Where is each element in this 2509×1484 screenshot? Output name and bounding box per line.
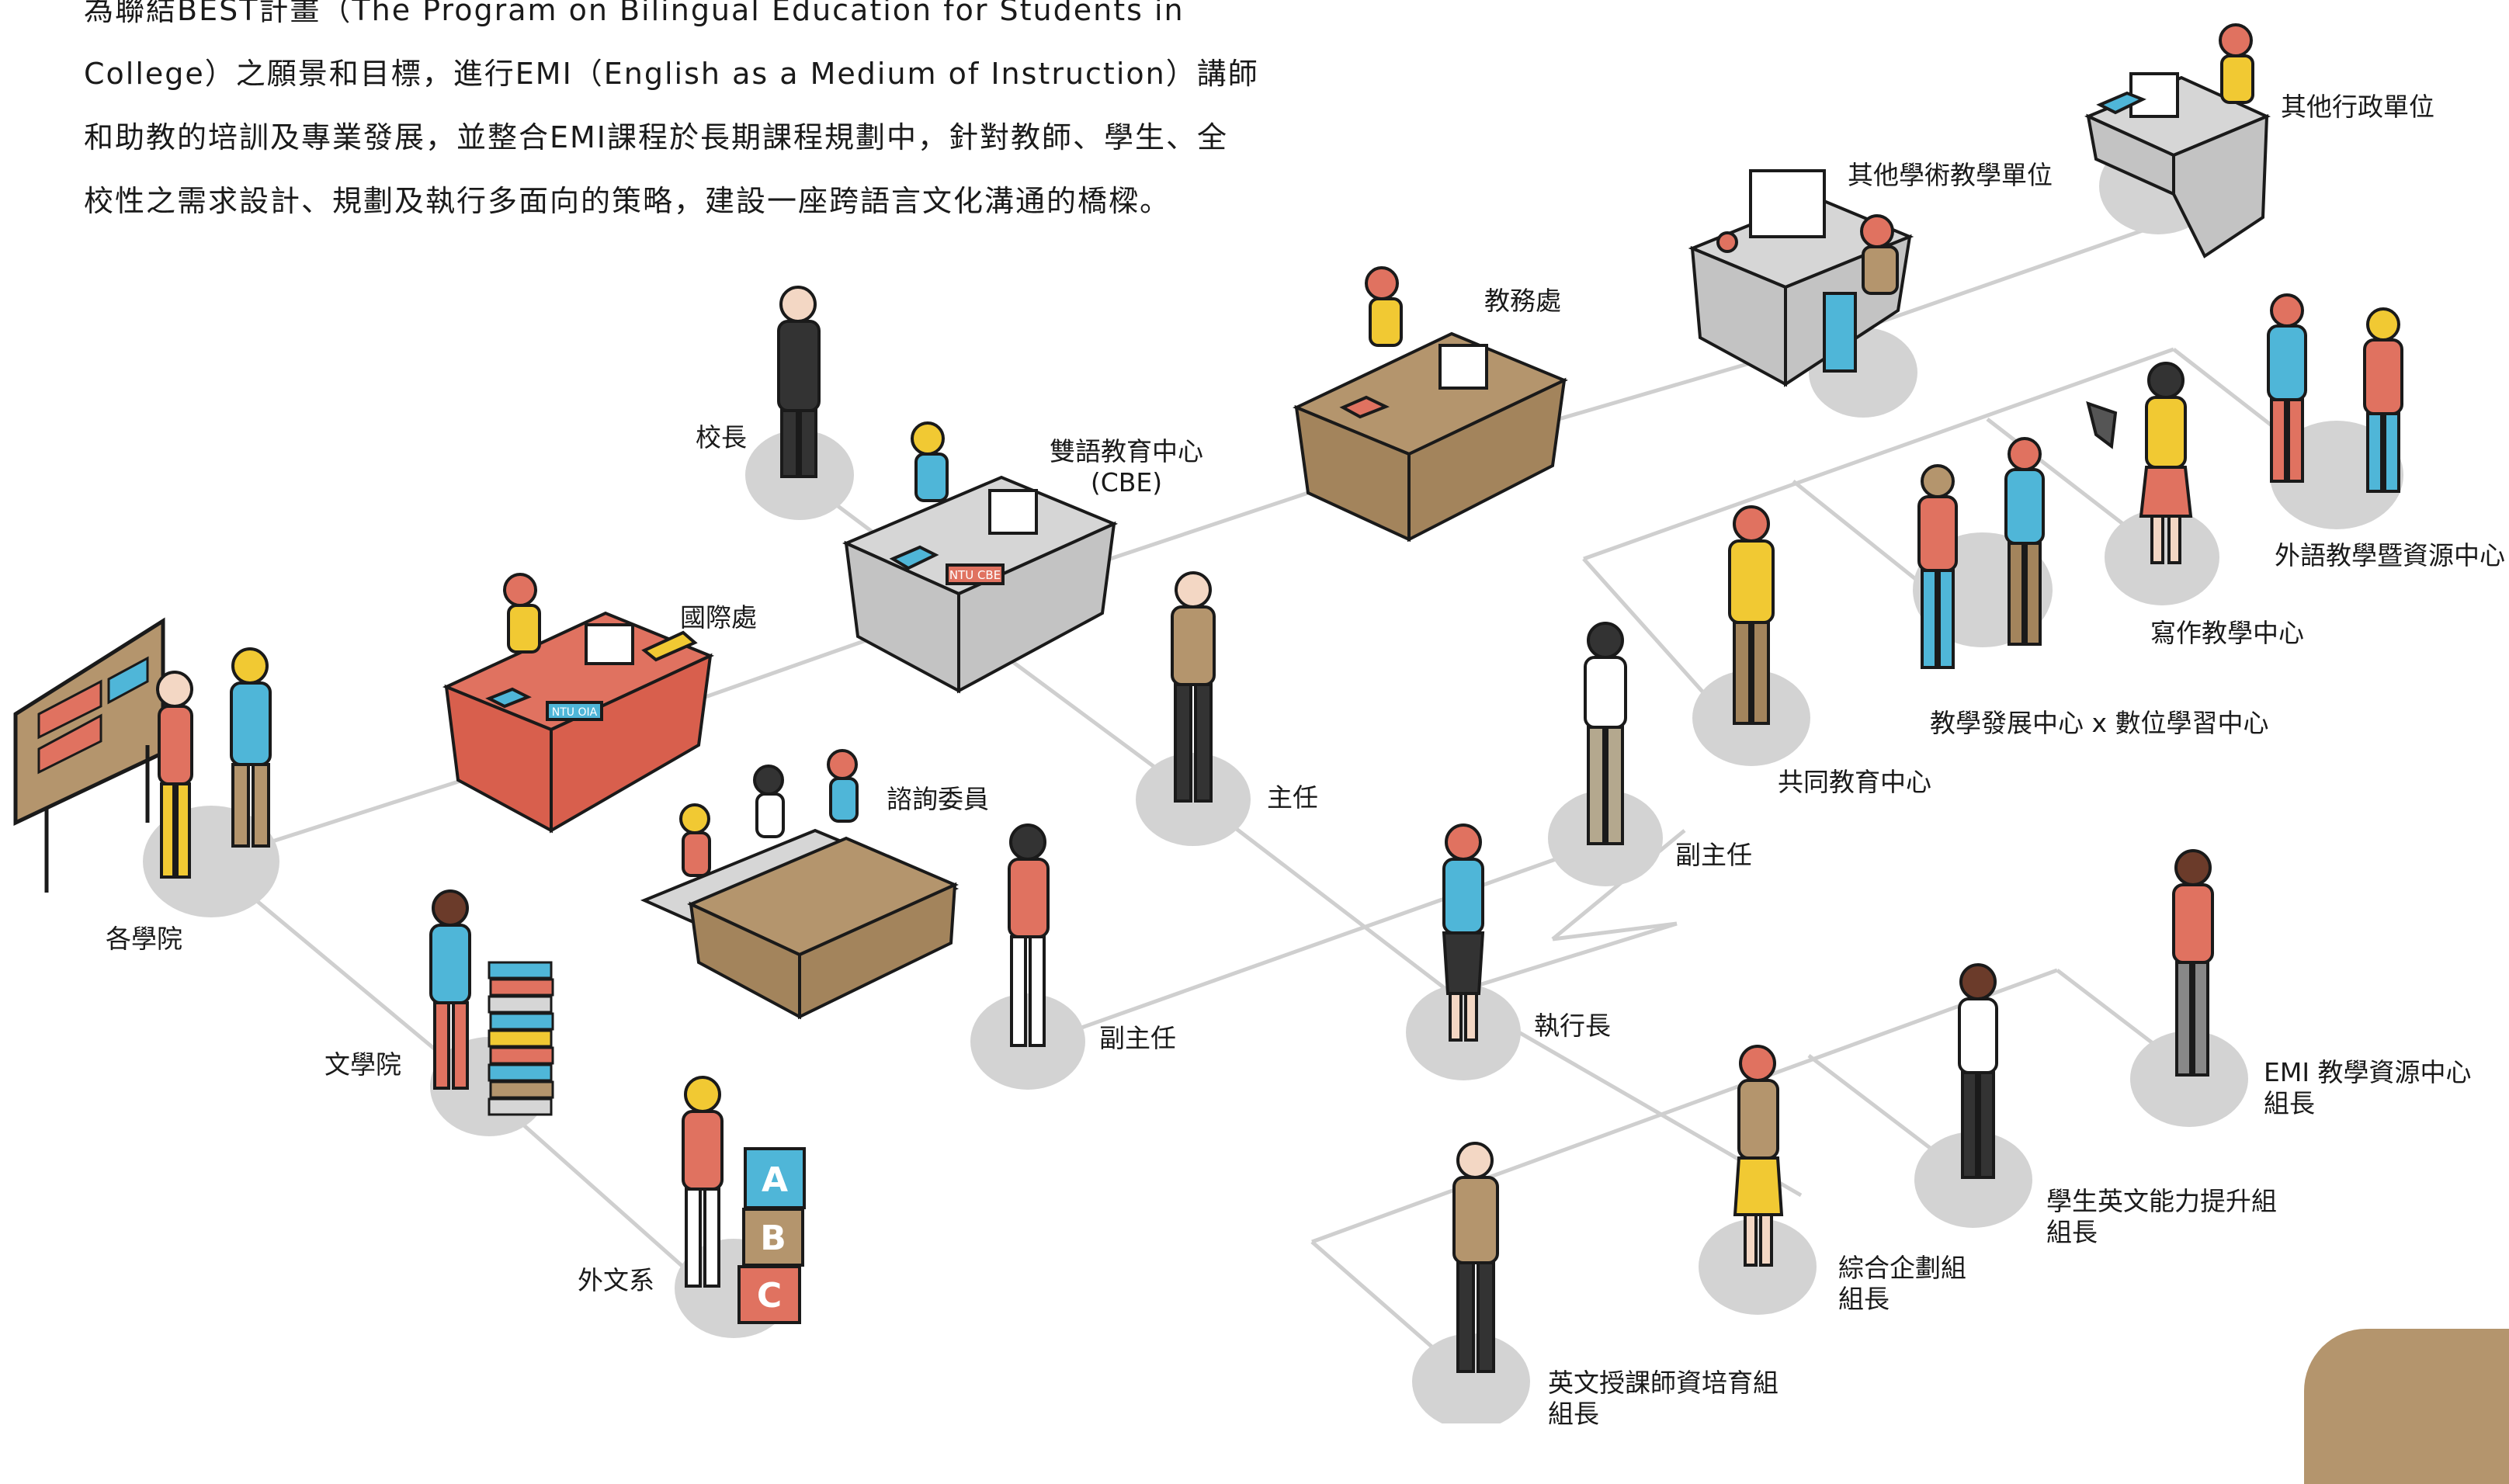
intro-paragraph: 為聯結BEST計畫（The Program on Bilingual Educa…: [84, 0, 1259, 233]
person-emi-resource-icon: [2172, 849, 2214, 1077]
person-ctld-icon: [1917, 437, 2045, 669]
desk-oia-icon: NTU OIA: [442, 573, 715, 834]
label-president: 校長: [696, 422, 747, 452]
bulletin-board-icon: [13, 617, 165, 893]
person-common-edu-icon: [1728, 505, 1775, 725]
label-cbe-line2: (CBE): [1090, 467, 1163, 498]
person-colleges-woman-icon: [156, 671, 193, 879]
person-common-edu-deputy-icon: [1584, 622, 1627, 845]
label-academic-affairs: 教務處: [1484, 286, 1561, 316]
label-cbe-line1: 雙語教育中心: [1050, 436, 1203, 466]
label-common-edu: 共同教育中心: [1778, 767, 1931, 797]
block-a-label: A: [762, 1160, 788, 1200]
label-teacher-training-line1: 英文授課師資培育組: [1548, 1368, 1779, 1398]
org-diagram: A B C NTU OIA NTU CBE: [13, 23, 2403, 1423]
person-president-icon: [777, 286, 821, 478]
label-oia: 國際處: [680, 602, 757, 633]
person-foreign-lang-icon: [682, 1076, 724, 1288]
advisory-committee-icon: [640, 749, 960, 1020]
label-ctld: 教學發展中心 x 數位學習中心: [1930, 708, 2269, 738]
desk-other-academic-icon: [1688, 169, 1914, 387]
abc-blocks-icon: A B C: [737, 1147, 806, 1324]
label-emi-resource: EMI 教學資源中心 組長: [2264, 1057, 2472, 1119]
label-flrc: 外語教學暨資源中心: [2275, 540, 2505, 570]
person-writing-center-icon: [2086, 362, 2193, 564]
desk-cbe-icon: NTU CBE: [842, 421, 1119, 694]
block-b-label: B: [760, 1219, 786, 1258]
person-ceo-icon: [1442, 823, 1485, 1042]
person-colleges-man-icon: [230, 647, 272, 848]
intro-line: 為聯結BEST計畫（The Program on Bilingual Educa…: [84, 0, 1185, 27]
label-colleges: 各學院: [106, 924, 182, 954]
label-other-academic: 其他學術教學單位: [1848, 160, 2053, 190]
book-stack-icon: [488, 961, 554, 1116]
label-common-edu-deputy: 副主任: [1675, 840, 1752, 870]
label-writing: 寫作教學中心: [2150, 618, 2304, 648]
label-other-admin: 其他行政單位: [2281, 92, 2434, 122]
label-planning-line1: 綜合企劃組: [1838, 1253, 1966, 1283]
desk-other-admin-icon: [2084, 23, 2271, 258]
person-planning-icon: [1733, 1045, 1784, 1267]
intro-line: College）之願景和目標，進行EMI（English as a Medium…: [84, 57, 1259, 91]
person-flrc-icon: [2267, 293, 2403, 493]
person-director-icon: [1171, 571, 1216, 803]
desk-sign-cbe: NTU CBE: [949, 568, 1001, 582]
label-student-english-line1: 學生英文能力提升組: [2046, 1186, 2277, 1216]
label-teacher-training-line2: 組長: [1548, 1399, 1599, 1429]
intro-line: 校性之需求設計、規劃及執行多面向的策略，建設一座跨語言文化溝通的橋樑。: [84, 184, 1171, 218]
person-liberal-arts-icon: [429, 889, 471, 1090]
block-c-label: C: [757, 1276, 782, 1316]
person-student-english-icon: [1958, 963, 1998, 1179]
label-teacher-training: 英文授課師資培育組 組長: [1548, 1368, 1779, 1430]
person-deputy-director-icon: [1008, 823, 1050, 1047]
label-planning-line2: 組長: [1838, 1284, 1890, 1314]
intro-line: 和助教的培訓及專業發展，並整合EMI課程於長期課程規劃中，針對教師、學生、全: [84, 120, 1229, 154]
label-student-english-line2: 組長: [2046, 1217, 2098, 1247]
desk-sign-oia: NTU OIA: [552, 706, 598, 719]
desk-academic-affairs-icon: [1293, 266, 1568, 543]
label-student-english: 學生英文能力提升組 組長: [2046, 1186, 2277, 1248]
label-foreign-lang-dept: 外文系: [578, 1265, 654, 1295]
label-cbe: 雙語教育中心 (CBE): [1050, 436, 1203, 498]
corner-tab: [2304, 1329, 2509, 1484]
label-planning: 綜合企劃組 組長: [1838, 1253, 1966, 1315]
label-director: 主任: [1267, 782, 1318, 813]
label-emi-resource-line2: 組長: [2264, 1088, 2315, 1118]
label-ceo: 執行長: [1534, 1011, 1611, 1041]
person-teacher-training-icon: [1452, 1142, 1499, 1373]
label-liberal-arts: 文學院: [324, 1049, 401, 1080]
label-emi-resource-line1: EMI 教學資源中心: [2264, 1057, 2472, 1087]
label-advisory: 諮詢委員: [887, 784, 989, 814]
label-deputy-director: 副主任: [1099, 1023, 1176, 1053]
